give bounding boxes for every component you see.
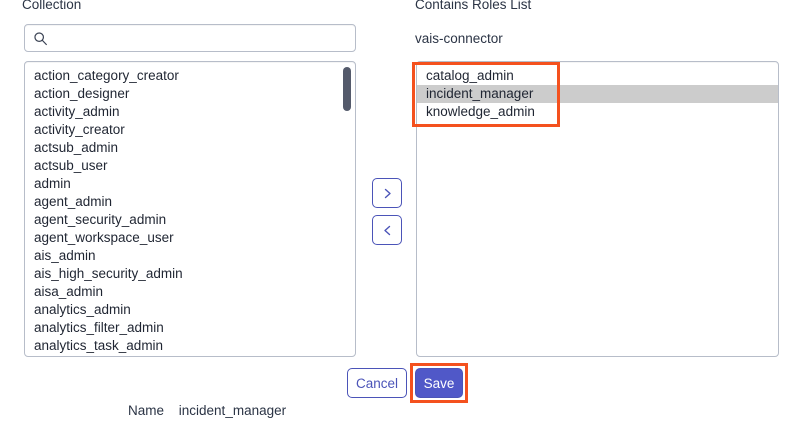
search-icon (33, 31, 48, 46)
chevron-left-icon (382, 224, 393, 237)
collection-scrollbar-track[interactable] (343, 63, 354, 356)
list-item[interactable]: ais_high_security_admin (34, 266, 183, 281)
list-item[interactable]: agent_admin (34, 194, 113, 209)
list-item[interactable]: actsub_user (34, 158, 108, 173)
list-item[interactable]: ais_admin (34, 248, 96, 263)
move-right-button[interactable] (372, 178, 402, 208)
list-item[interactable]: agent_workspace_user (34, 230, 174, 245)
selected-collection-name: vais-connector (415, 31, 503, 46)
list-item[interactable]: agent_security_admin (34, 212, 167, 227)
list-item[interactable]: aisa_admin (34, 284, 104, 299)
list-item[interactable]: analytics_filter_admin (34, 320, 164, 335)
collection-scrollbar-thumb[interactable] (343, 67, 351, 111)
save-button[interactable]: Save (415, 368, 463, 398)
list-item[interactable]: activity_creator (34, 122, 125, 137)
search-input[interactable] (48, 25, 355, 51)
list-item[interactable]: action_designer (34, 86, 130, 101)
list-item[interactable]: knowledge_admin (426, 104, 535, 119)
collection-panel-label: Collection (22, 0, 82, 12)
name-field-label: Name (128, 403, 165, 418)
move-left-button[interactable] (372, 215, 402, 245)
name-field-value: incident_manager (178, 403, 287, 418)
list-item[interactable]: catalog_admin (426, 68, 514, 83)
list-item-selected[interactable]: incident_manager (417, 85, 778, 103)
roles-panel-label: Contains Roles List (415, 0, 532, 12)
list-item[interactable]: analytics_admin (34, 302, 131, 317)
list-item[interactable]: action_category_creator (34, 68, 179, 83)
search-box[interactable] (24, 24, 356, 52)
list-item[interactable]: analytics_task_admin (34, 338, 164, 353)
list-item[interactable]: admin (34, 176, 71, 191)
chevron-right-icon (382, 187, 393, 200)
list-item[interactable]: activity_admin (34, 104, 120, 119)
list-item[interactable]: actsub_admin (34, 140, 119, 155)
cancel-button[interactable]: Cancel (347, 368, 407, 398)
name-row: Name incident_manager (128, 403, 286, 418)
